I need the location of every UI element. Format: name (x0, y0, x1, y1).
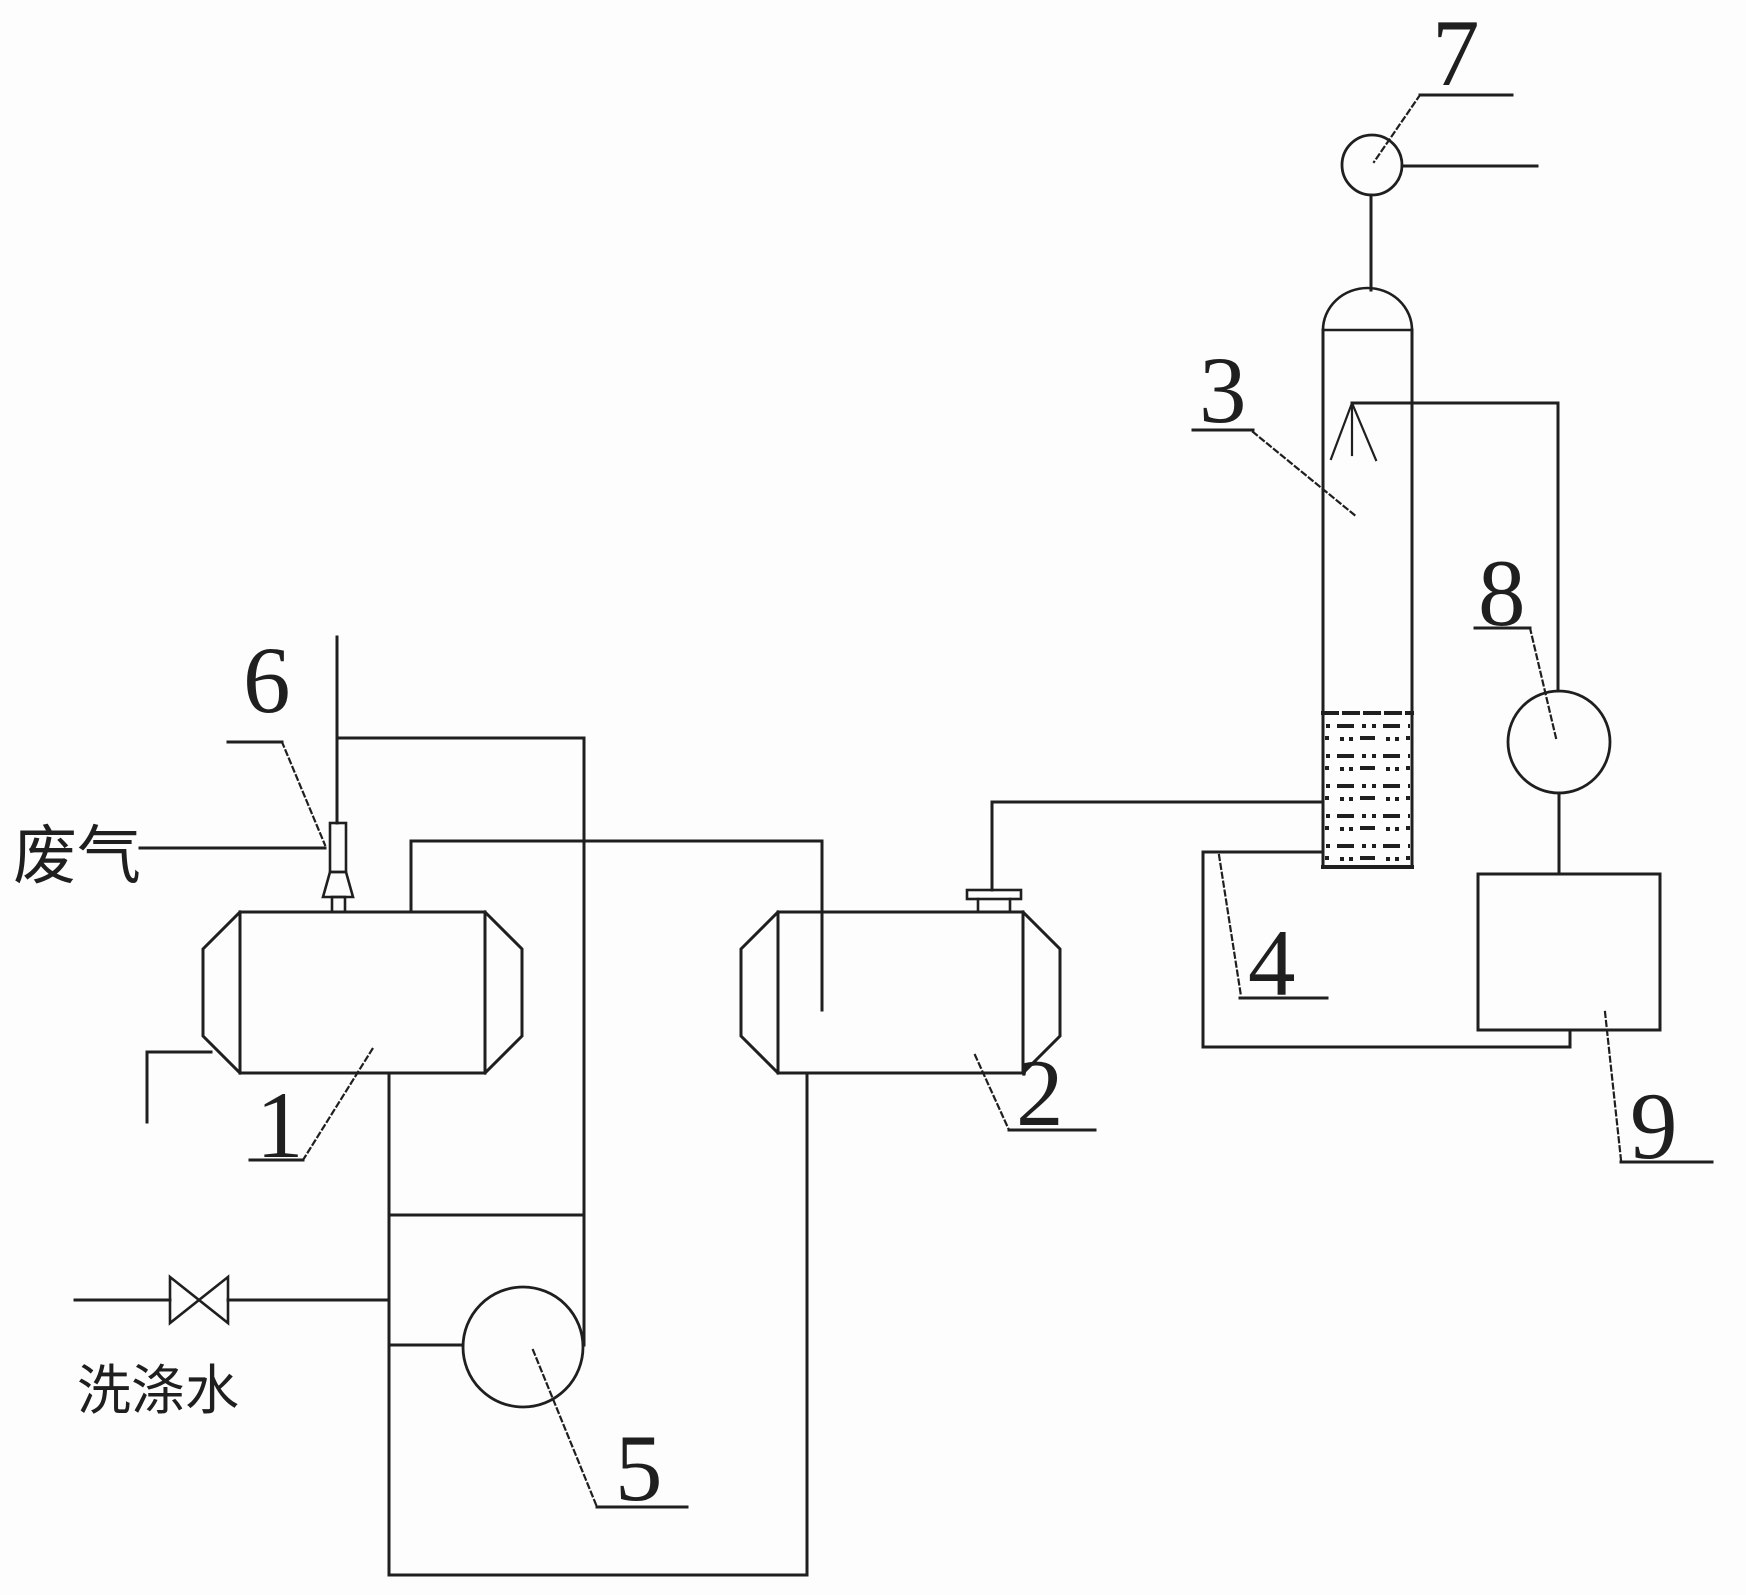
ejector-nozzle-6 (321, 821, 355, 914)
tank-2-right-cap (1020, 909, 1062, 1076)
leader-4 (1217, 853, 1243, 998)
leader-9 (1603, 1010, 1623, 1162)
tank-1-left-cap (201, 909, 243, 1076)
label-8: 8 (1478, 540, 1526, 646)
leader-2 (973, 1053, 1011, 1132)
valve-left-triangle (168, 1274, 202, 1326)
washing-water-valve (168, 1274, 230, 1326)
column-3-packing-fill (1325, 714, 1410, 866)
tank-1 (201, 909, 524, 1076)
column-3-dome (1321, 286, 1414, 332)
label-2: 2 (1016, 1040, 1064, 1146)
spray-arrow-head (1329, 401, 1378, 462)
labels-group: 1 2 3 4 5 6 7 8 9 废气 洗涤水 (13, 0, 1678, 1521)
equipment-group (168, 133, 1662, 1409)
label-9: 9 (1630, 1073, 1678, 1179)
tank-2-left-cap (739, 909, 781, 1076)
piping-group (73, 164, 1561, 1577)
leader-5 (531, 1348, 599, 1509)
tank-1-body (238, 910, 487, 1075)
pipe-tank2-to-column (990, 800, 1325, 892)
tank-4 (1201, 850, 1572, 1049)
tank-1-right-cap (482, 909, 524, 1076)
label-3: 3 (1199, 337, 1247, 443)
leader-7 (1372, 93, 1422, 164)
pipe-column-spray-feed (1350, 401, 1560, 693)
valve-right-triangle (196, 1274, 230, 1326)
column-3-spray-arrow (1329, 401, 1378, 462)
tank-2-body (776, 910, 1025, 1075)
pipe-tank1-drain (145, 1050, 213, 1124)
vent-fitting-7-circle (1340, 133, 1404, 197)
label-leaders-group (226, 93, 1714, 1509)
label-1: 1 (256, 1072, 304, 1178)
tank-2-flange-neck (976, 897, 1012, 914)
column-3-walls (1321, 328, 1414, 869)
label-7: 7 (1432, 0, 1480, 106)
tank-2-flange-plate (965, 888, 1023, 901)
pump-5-circle (461, 1285, 585, 1409)
tank-2 (739, 888, 1062, 1076)
pump-8-circle (1506, 689, 1612, 795)
leader-1 (301, 1046, 375, 1162)
nozzle-cone (321, 870, 355, 899)
label-6: 6 (243, 627, 291, 733)
label-5: 5 (615, 1415, 663, 1521)
leader-8 (1528, 626, 1558, 740)
leader-3 (1251, 430, 1359, 519)
washing-water-label: 洗涤水 (77, 1359, 239, 1422)
nozzle-foot (330, 895, 347, 914)
pipe-bottom-run (387, 1071, 809, 1577)
box-9 (1476, 872, 1662, 1032)
pipe-tank1-to-tank2 (409, 839, 824, 1012)
waste-gas-label: 废气 (13, 820, 141, 894)
column-3 (1321, 286, 1414, 869)
label-4: 4 (1248, 910, 1296, 1016)
leader-6 (280, 740, 327, 847)
